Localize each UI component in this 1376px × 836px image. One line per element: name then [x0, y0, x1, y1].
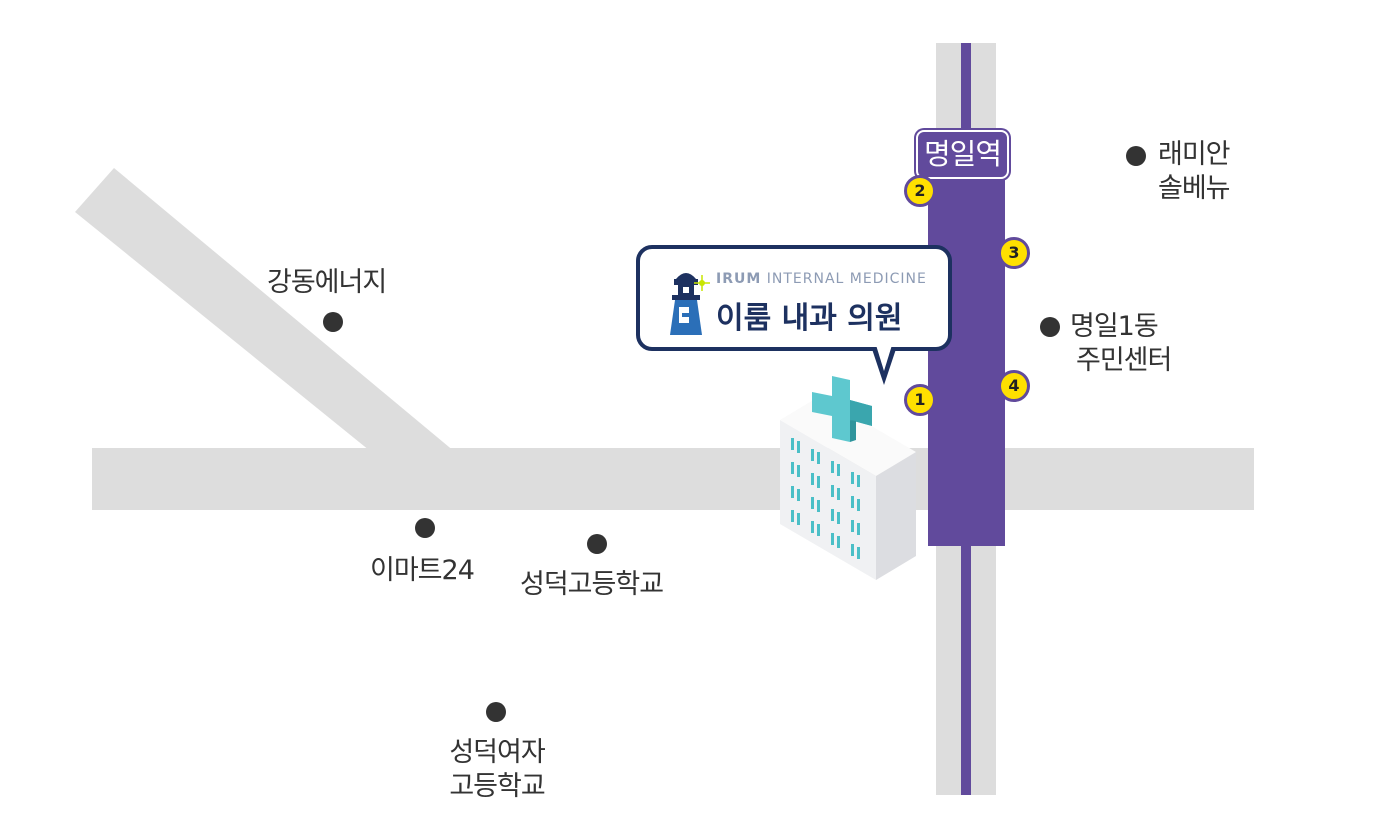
clinic-korean-name: 이룸 내과 의원 [716, 301, 903, 336]
callout-pointer-inner [876, 345, 892, 371]
exit-badge-3: 3 [998, 237, 1030, 269]
poi-label-line1: 명일1동 [1070, 311, 1159, 342]
poi-label-raemian: 래미안 솔베뉴 [1158, 138, 1231, 206]
clinic-english-name: IRUM INTERNAL MEDICINE [716, 271, 927, 287]
poi-dot-raemian [1126, 146, 1146, 166]
poi-label-line2: 고등학교 [449, 771, 545, 802]
metro-station-platform [928, 170, 1005, 546]
exit-badge-2: 2 [904, 175, 936, 207]
poi-label-gangdong-energy: 강동에너지 [267, 267, 387, 298]
station-name-label: 명일역 [916, 130, 1010, 179]
poi-dot-myeongil1-center [1040, 317, 1060, 337]
poi-dot-seongdeok-high [587, 534, 607, 554]
poi-label-line1: 성덕여자 [449, 737, 545, 768]
medical-cross-icon [812, 376, 872, 442]
horizontal-road [92, 448, 1254, 510]
poi-label-emart24: 이마트24 [370, 555, 475, 586]
poi-dot-gangdong-energy [323, 312, 343, 332]
poi-dot-emart24 [415, 518, 435, 538]
clinic-english-rest: INTERNAL MEDICINE [761, 271, 927, 287]
exit-badge-1: 1 [904, 384, 936, 416]
poi-label-line1: 래미안 [1158, 139, 1231, 170]
poi-label-line2: 솔베뉴 [1158, 173, 1231, 204]
poi-label-myeongil1-center: 명일1동 주민센터 [1070, 310, 1172, 378]
diagonal-road [75, 168, 455, 472]
exit-badge-4: 4 [998, 370, 1030, 402]
poi-label-seongdeok-girls-high: 성덕여자 고등학교 [440, 736, 554, 804]
lighthouse-logo-icon [670, 273, 710, 335]
poi-label-line2: 주민센터 [1076, 345, 1172, 376]
poi-dot-seongdeok-girls-high [486, 702, 506, 722]
clinic-english-bold: IRUM [716, 271, 762, 287]
clinic-callout: IRUM INTERNAL MEDICINE 이룸 내과 의원 [636, 245, 952, 351]
poi-label-seongdeok-high: 성덕고등학교 [520, 569, 664, 600]
